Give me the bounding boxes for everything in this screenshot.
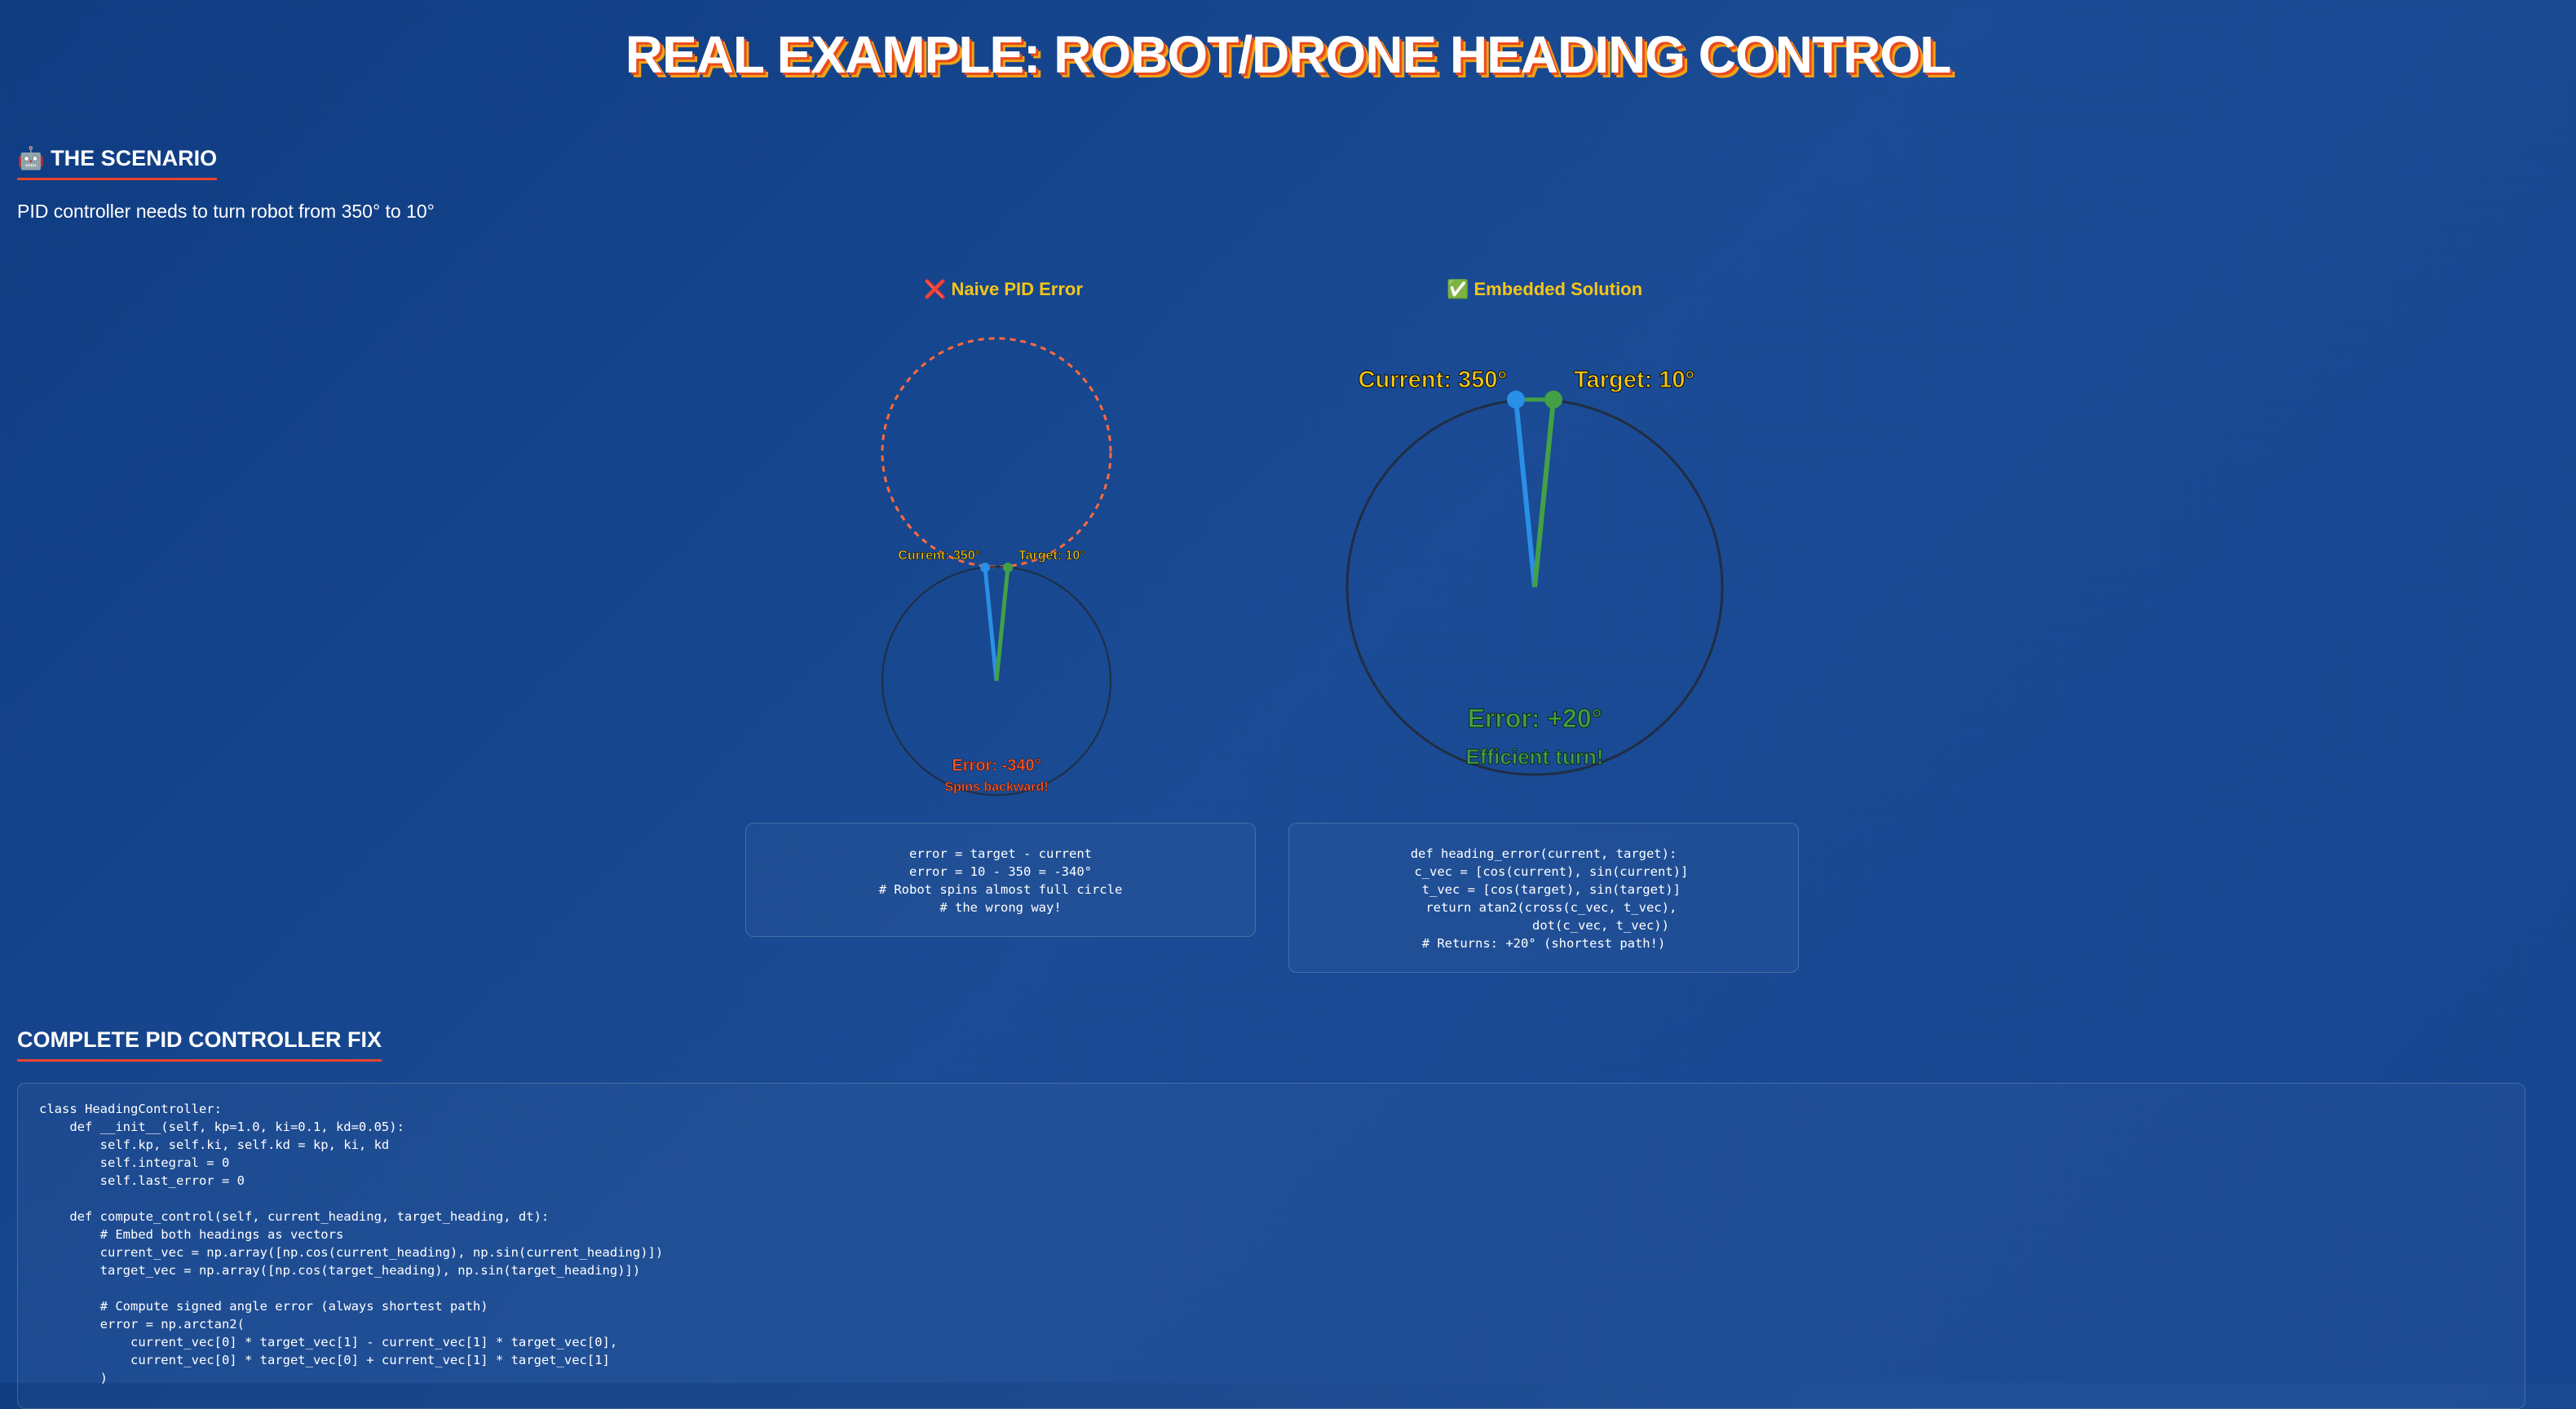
current-heading-line (983, 567, 999, 682)
page-title: REAL EXAMPLE: ROBOT/DRONE HEADING CONTRO… (625, 25, 1951, 84)
embedded-error-label: Error: +20° (1468, 704, 1602, 733)
naive-pid-label: ❌ Naive PID Error (924, 279, 1083, 299)
fix-heading: COMPLETE PID CONTROLLER FIX (17, 1027, 382, 1062)
embedded-current-label: Current: 350° (1359, 367, 1507, 393)
target-dot (1003, 563, 1013, 572)
scenario-text: PID controller needs to turn robot from … (17, 201, 435, 222)
target-heading-line (1532, 399, 1556, 588)
embedded-code-box: def heading_error(current, target): c_ve… (1288, 823, 1799, 973)
wrap-path-circle (881, 337, 1112, 568)
naive-note: Spins backward! (944, 780, 1048, 794)
embedded-solution-label: ✅ Embedded Solution (1447, 279, 1643, 299)
embedded-note: Efficient turn! (1466, 744, 1604, 769)
naive-target-label: Target: 10° (1018, 549, 1085, 563)
naive-diagram: Current: 350° Target: 10° Error: -340° S… (881, 337, 1112, 796)
pid-controller-code-block: class HeadingController: def __init__(se… (17, 1083, 2525, 1409)
naive-code-box: error = target - current error = 10 - 35… (745, 823, 1256, 937)
target-dot (1544, 391, 1562, 409)
naive-current-label: Current: 350° (898, 549, 980, 563)
naive-error-label: Error: -340° (952, 757, 1041, 775)
scenario-heading: 🤖 THE SCENARIO (17, 145, 218, 180)
embedded-target-label: Target: 10° (1574, 367, 1695, 393)
current-dot (1507, 391, 1525, 409)
heading-circle (881, 566, 1111, 796)
embedded-diagram: Current: 350° Target: 10° Error: +20° Ef… (1345, 367, 1724, 776)
target-heading-line (994, 567, 1010, 682)
current-heading-line (1513, 399, 1537, 588)
current-dot (980, 563, 990, 572)
